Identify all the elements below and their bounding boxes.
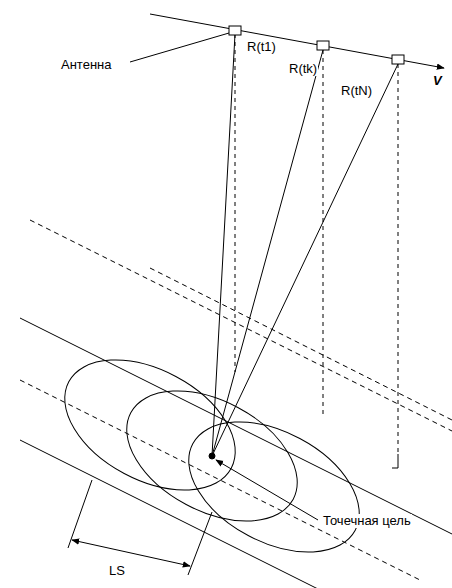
dimension-arrow [72,540,190,566]
nadir-line [235,34,236,372]
footprint-ellipse [105,364,319,548]
dimension-extension [188,512,212,575]
range-label: R(tk) [288,62,318,76]
range-line [212,64,398,456]
range-line [212,50,323,456]
antenna-label: Антенна [60,58,112,72]
flight-path [150,14,444,68]
target-label: Точечная цель [322,514,412,528]
range-label: R(t1) [246,40,277,54]
leader-line [130,33,229,62]
point-target [209,453,215,459]
range-line [212,34,235,456]
antenna [392,55,404,64]
dashed-line [30,220,452,431]
nadir-foot [392,454,398,468]
footprint-ellipse [167,395,381,579]
range-label: R(tN) [340,84,373,98]
antenna [317,41,329,50]
antenna [229,26,241,35]
footprint-ellipse [43,333,257,517]
leader-arrow [216,460,318,520]
nadir-line [323,50,324,416]
dimension-extension [68,480,92,548]
nadir-line [398,64,399,454]
velocity-label: V [432,74,443,88]
dimension-label: LS [108,564,126,578]
ground-track [150,268,452,420]
swath-edge [20,440,330,588]
